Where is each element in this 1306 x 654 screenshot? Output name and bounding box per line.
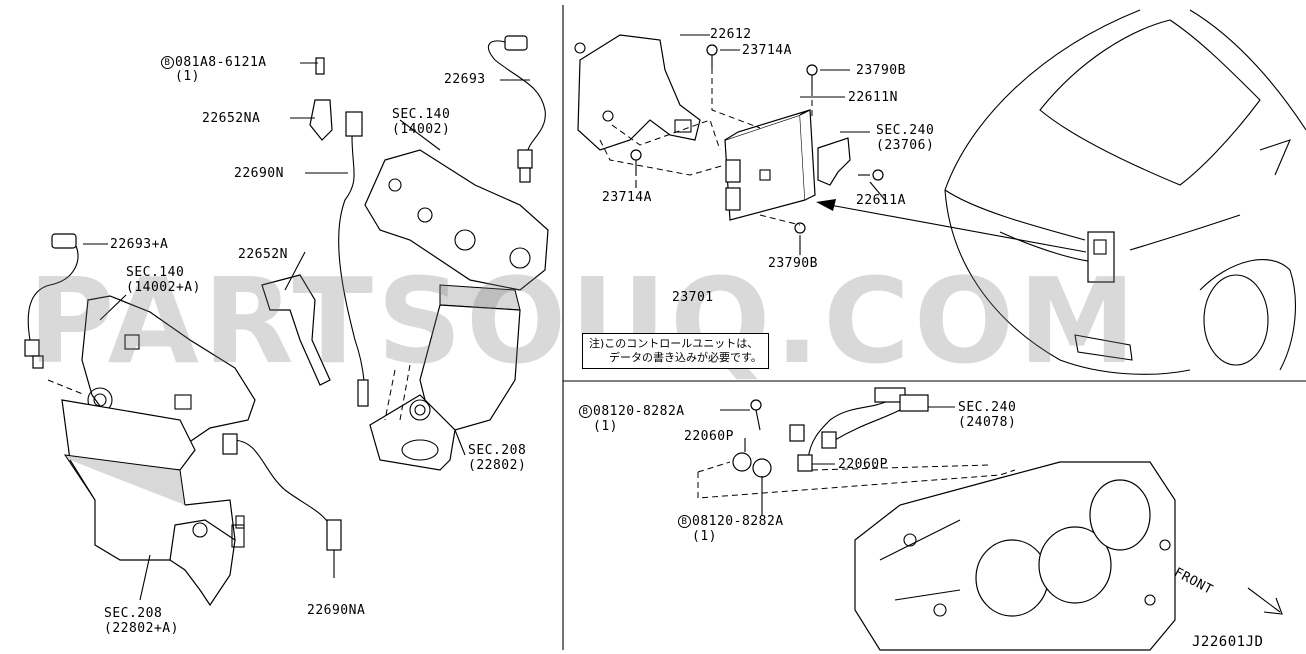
knock-sensors xyxy=(732,399,772,505)
note-line-2: データの書き込みが必要です。 xyxy=(609,351,762,364)
ecm-bracket-22612 xyxy=(574,34,701,151)
note-box: 注)このコントロールユニットは、 データの書き込みが必要です。 xyxy=(582,333,769,369)
engine-control-module xyxy=(724,109,816,221)
callout-22690n[interactable]: 22690N xyxy=(234,166,284,181)
callout-22652n[interactable]: 22652N xyxy=(238,247,288,262)
bracket-22652n xyxy=(261,274,331,386)
knock-sensor-harness xyxy=(789,387,929,472)
callout-sec140-num: (14002) xyxy=(392,122,451,137)
callout-23790b-top[interactable]: 23790B xyxy=(856,63,906,78)
exhaust-manifold-rear xyxy=(61,295,256,607)
bracket-22652na xyxy=(309,57,333,141)
vehicle-front-view xyxy=(944,9,1306,375)
bolts-top-right xyxy=(630,44,884,234)
callout-sec140-b-num: (14002+A) xyxy=(126,280,201,295)
callout-sec140[interactable]: SEC.140 xyxy=(392,107,451,122)
front-arrow xyxy=(1247,587,1283,615)
sensor-harness-22690n xyxy=(338,111,369,407)
diagram-code: J22601JD xyxy=(1192,634,1264,650)
bolt-marker-icon: B xyxy=(579,405,592,418)
oxygen-sensor-22693 xyxy=(487,35,546,183)
callout-22690na[interactable]: 22690NA xyxy=(307,603,366,618)
callout-22693a[interactable]: 22693+A xyxy=(110,237,169,252)
leader-lines-bottom-right xyxy=(720,406,955,515)
callout-22060p-b[interactable]: 22060P xyxy=(838,457,888,472)
callout-sec240-a[interactable]: SEC.240 xyxy=(876,123,935,138)
callout-23714a-bot[interactable]: 23714A xyxy=(602,190,652,205)
engine-block xyxy=(854,461,1176,651)
callout-08120-bot-qty: (1) xyxy=(692,529,717,544)
callout-081a8-qty: (1) xyxy=(175,69,200,84)
note-line-1: 注)このコントロールユニットは、 xyxy=(589,337,759,350)
callout-sec140-b[interactable]: SEC.140 xyxy=(126,265,185,280)
callout-22693[interactable]: 22693 xyxy=(444,72,486,87)
callout-sec240-b[interactable]: SEC.240 xyxy=(958,400,1017,415)
callout-23790b-bot[interactable]: 23790B xyxy=(768,256,818,271)
location-arrow xyxy=(816,199,1087,253)
callout-sec208-b[interactable]: SEC.208 xyxy=(104,606,163,621)
dashed-assembly-lines xyxy=(599,68,813,226)
sensor-harness-22690na xyxy=(222,433,342,578)
callout-23714a-top[interactable]: 23714A xyxy=(742,43,792,58)
exhaust-manifold-front xyxy=(364,149,549,471)
callout-22611a[interactable]: 22611A xyxy=(856,193,906,208)
callout-sec208-a[interactable]: SEC.208 xyxy=(468,443,527,458)
bolt-marker-icon: B xyxy=(678,515,691,528)
part-number: 08120-8282A xyxy=(692,514,784,529)
oxygen-sensor-22693a xyxy=(24,233,79,369)
callout-08120-top-qty: (1) xyxy=(593,419,618,434)
callout-22060p-a[interactable]: 22060P xyxy=(684,429,734,444)
watermark: PARTSOUQ.COM xyxy=(28,252,1140,390)
callout-sec240-b-num: (24078) xyxy=(958,415,1017,430)
callout-sec240-a-num: (23706) xyxy=(876,138,935,153)
leader-lines-top-right xyxy=(635,34,886,255)
callout-22652na[interactable]: 22652NA xyxy=(202,111,261,126)
callout-22611n[interactable]: 22611N xyxy=(848,90,898,105)
part-number: 081A8-6121A xyxy=(175,55,267,70)
callout-sec208-a-num: (22802) xyxy=(468,458,527,473)
bolt-marker-icon: B xyxy=(161,56,174,69)
callout-sec208-b-num: (22802+A) xyxy=(104,621,179,636)
callout-23701[interactable]: 23701 xyxy=(672,290,714,305)
leader-lines-left xyxy=(47,62,530,601)
ecm-bracket-sec240 xyxy=(817,137,851,186)
part-number: 08120-8282A xyxy=(593,404,685,419)
knock-dashed-lines xyxy=(697,461,1016,499)
callout-22612[interactable]: 22612 xyxy=(710,27,752,42)
